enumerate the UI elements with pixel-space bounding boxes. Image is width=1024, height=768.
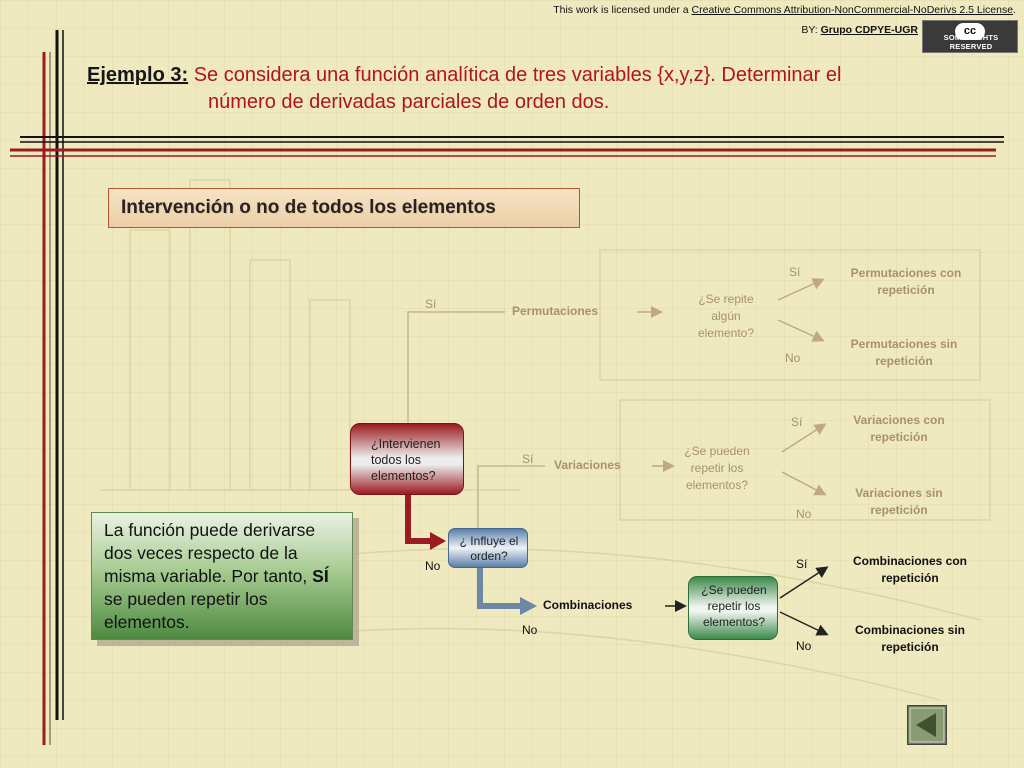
perm-con-line-1: Permutaciones con: [850, 266, 962, 280]
title-line-1: Se considera una función analítica de tr…: [188, 64, 842, 86]
result-perm-sin: Permutaciones sin repetición: [826, 336, 982, 370]
label-si-perm: Sí: [425, 297, 437, 311]
comb-q-line-2: repetir los: [707, 599, 761, 613]
explanation-bold: SÍ: [312, 566, 329, 586]
credit-prefix: BY:: [801, 24, 821, 36]
label-no-orden: No: [425, 559, 441, 573]
result-comb-sin: Combinaciones sin repetición: [830, 622, 990, 656]
se-repite-line-1: ¿Se repite: [698, 292, 754, 306]
label-no-perm-sin: No: [785, 351, 801, 365]
explanation-pre: La función puede derivarse dos veces res…: [104, 520, 316, 586]
node-se-repite-algun: ¿Se repite algún elemento?: [678, 291, 774, 342]
comb-q-text: ¿Se pueden repetir los elementos?: [691, 582, 777, 630]
perm-sin-line-2: repetición: [875, 354, 933, 368]
perm-con-line-2: repetición: [877, 283, 935, 297]
node-se-pueden-repetir-var: ¿Se pueden repetir los elementos?: [672, 443, 762, 494]
back-arrow-icon: [909, 707, 945, 743]
author-credit: BY: Grupo CDPYE-UGR: [801, 24, 918, 36]
comb-sin-line-2: repetición: [881, 640, 939, 654]
intervienen-text: ¿Intervienen todos los elementos?: [371, 436, 461, 484]
result-comb-con: Combinaciones con repetición: [830, 553, 990, 587]
label-si-perm-con: Sí: [789, 265, 801, 279]
explanation-box: La función puede derivarse dos veces res…: [91, 512, 353, 640]
license-suffix: .: [1013, 4, 1016, 16]
label-si-comb-con: Sí: [796, 557, 808, 571]
node-permutaciones: Permutaciones: [512, 304, 599, 318]
license-notice: This work is licensed under a Creative C…: [553, 4, 1016, 16]
node-influye-orden[interactable]: ¿ Influye el orden?: [448, 528, 528, 568]
label-si-var: Sí: [522, 452, 534, 466]
comb-con-line-2: repetición: [881, 571, 939, 585]
se-repite-line-3: elemento?: [697, 326, 755, 340]
license-prefix: This work is licensed under a: [553, 4, 692, 16]
explanation-post: se pueden repetir los elementos.: [104, 589, 268, 632]
comb-sin-line-1: Combinaciones sin: [854, 623, 966, 637]
comb-q-line-1: ¿Se pueden: [701, 583, 767, 597]
node-se-pueden-repetir-comb[interactable]: ¿Se pueden repetir los elementos?: [688, 576, 778, 640]
intervienen-line-2: todos los: [371, 453, 422, 467]
cc-license-badge[interactable]: cc SOME RIGHTS RESERVED: [922, 20, 1018, 53]
var-con-line-2: repetición: [870, 430, 928, 444]
cc-logo-icon: cc: [955, 23, 985, 40]
intervienen-line-1: ¿Intervienen: [371, 437, 441, 451]
result-perm-con: Permutaciones con repetición: [826, 265, 986, 299]
title-line-2: número de derivadas parciales de orden d…: [208, 91, 610, 113]
se-repite-line-2: algún: [711, 309, 741, 323]
perm-sin-line-1: Permutaciones sin: [850, 337, 958, 351]
explanation-text: La función puede derivarse dos veces res…: [104, 519, 348, 634]
node-combinaciones: Combinaciones: [543, 598, 633, 612]
var-q-line-3: elementos?: [685, 478, 749, 492]
label-no-comb-sin: No: [796, 639, 812, 653]
result-var-sin: Variaciones sin repetición: [826, 485, 972, 519]
node-variaciones: Variaciones: [554, 458, 621, 472]
var-con-line-1: Variaciones con: [853, 413, 945, 427]
cc-badge-text: SOME RIGHTS RESERVED: [943, 33, 999, 51]
label-no-combinaciones: No: [522, 623, 538, 637]
comb-con-line-1: Combinaciones con: [852, 554, 968, 568]
result-var-con: Variaciones con repetición: [826, 412, 972, 446]
var-q-line-2: repetir los: [690, 461, 744, 475]
node-intervienen-todos[interactable]: ¿Intervienen todos los elementos?: [350, 423, 464, 495]
var-q-line-1: ¿Se pueden: [684, 444, 750, 458]
influye-line-2: orden?: [470, 549, 508, 563]
page-title: Ejemplo 3: Se considera una función anal…: [87, 62, 987, 116]
example-label: Ejemplo 3:: [87, 64, 189, 86]
section-header-text: Intervención o no de todos los elementos: [121, 197, 496, 218]
back-button[interactable]: [907, 705, 947, 745]
label-si-var-con: Sí: [791, 415, 803, 429]
intervienen-line-3: elementos?: [371, 469, 436, 483]
label-no-var-sin: No: [796, 507, 812, 521]
var-sin-line-1: Variaciones sin: [855, 486, 943, 500]
influye-line-1: ¿ Influye el: [459, 534, 519, 548]
license-link[interactable]: Creative Commons Attribution-NonCommerci…: [691, 4, 1014, 16]
comb-q-line-3: elementos?: [702, 615, 766, 629]
influye-text: ¿ Influye el orden?: [452, 534, 526, 564]
section-header: Intervención o no de todos los elementos: [108, 188, 580, 228]
credit-link[interactable]: Grupo CDPYE-UGR: [820, 24, 918, 36]
var-sin-line-2: repetición: [870, 503, 928, 517]
